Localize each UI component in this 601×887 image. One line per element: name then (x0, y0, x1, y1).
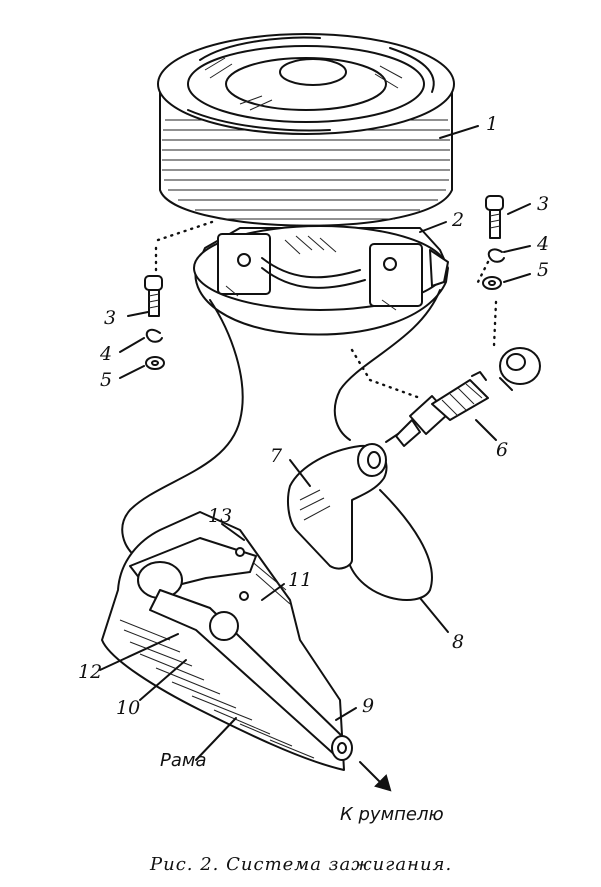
direction-arrow (359, 761, 392, 792)
spark-plug (385, 371, 489, 447)
stator-plate (193, 225, 449, 336)
washer-left (145, 356, 165, 370)
callout-1: 1 (486, 113, 498, 135)
figure-caption: Рис. 2. Система зажигания. (149, 854, 452, 875)
stop-wire (121, 299, 244, 561)
callout-4-right: 4 (536, 233, 549, 255)
callout-6: 6 (496, 439, 508, 461)
alignment-line-right (476, 260, 498, 348)
callout-13: 13 (208, 505, 232, 527)
washer-right (482, 276, 502, 290)
callout-3-left: 3 (104, 307, 116, 329)
screw-left (144, 275, 163, 317)
callout-8: 8 (452, 631, 464, 653)
lock-ring-right (487, 248, 505, 263)
spark-plug-cap (287, 443, 388, 570)
clamp-bracket (129, 537, 257, 599)
callout-2: 2 (451, 209, 464, 231)
high-tension-lead (333, 289, 441, 441)
alignment-line-left (154, 220, 214, 272)
stop-button-tube (149, 589, 353, 761)
callout-12: 12 (78, 661, 102, 683)
frame-label: Рама (160, 750, 207, 771)
spark-plug-nut (499, 347, 541, 385)
alignment-line-lower (350, 348, 422, 400)
callout-5-right: 5 (537, 259, 549, 281)
callout-10: 10 (116, 697, 140, 719)
callout-7: 7 (270, 445, 283, 467)
callout-9: 9 (362, 695, 374, 717)
callouts: 1 2 3 4 5 3 4 5 6 7 8 9 10 11 12 13 (78, 113, 549, 719)
leader-lines (99, 125, 531, 761)
callout-5-left: 5 (100, 369, 112, 391)
lock-ring-left (145, 328, 163, 343)
callout-11: 11 (288, 569, 312, 591)
callout-3-right: 3 (537, 193, 549, 215)
flywheel (157, 33, 455, 227)
callout-4-left: 4 (99, 343, 112, 365)
arrow-label: К румпелю (340, 804, 444, 825)
lead-cap-wire (347, 489, 433, 601)
screw-right (485, 195, 504, 239)
